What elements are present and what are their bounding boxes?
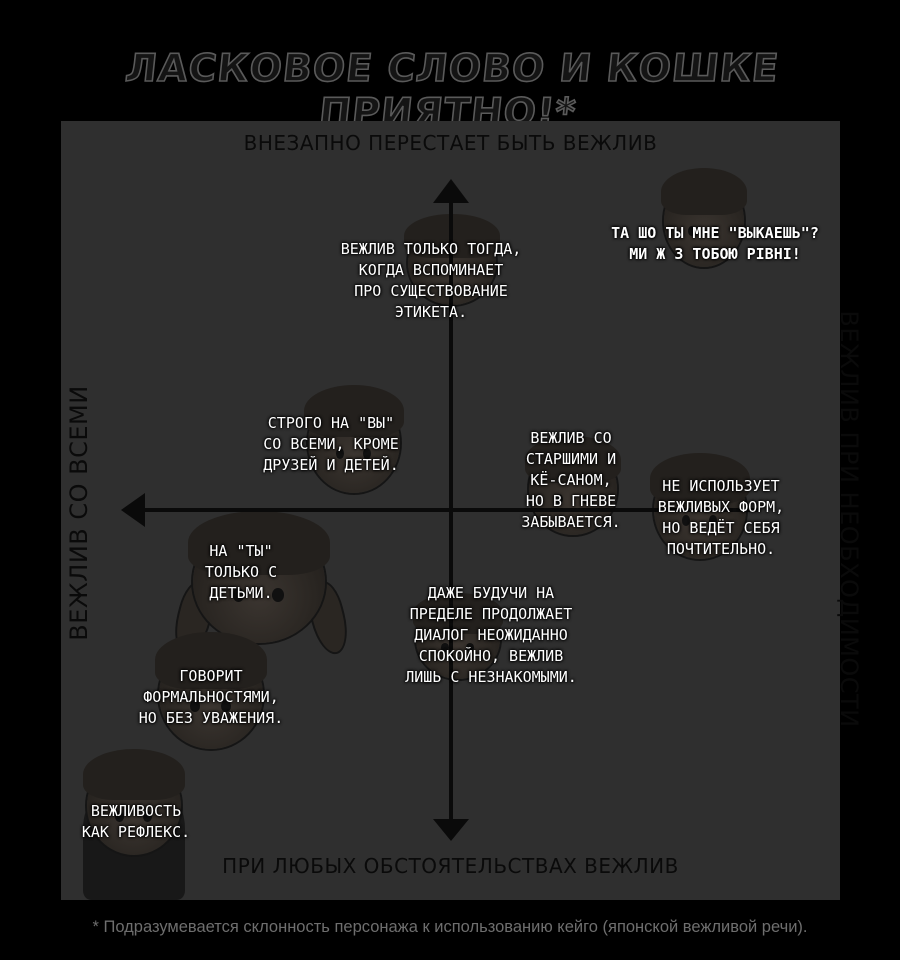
character-portrait-kids <box>187 511 331 643</box>
character-portrait-reflex <box>83 749 185 855</box>
note-calm: Даже будучи на пределе продолжает диалог… <box>405 584 577 686</box>
axis-label-right: ВЕЖЛИВ ПРИ НЕОБХОДИМОСТИ <box>835 310 863 728</box>
axis-label-bottom: ПРИ ЛЮБЫХ ОБСТОЯТЕЛЬСТВАХ ВЕЖЛИВ <box>222 854 679 878</box>
footnote: * Подразумевается склонность персонажа к… <box>92 918 808 936</box>
axis-label-top: ВНЕЗАПНО ПЕРЕСТАЕТ БЫТЬ ВЕЖЛИВ <box>243 131 658 155</box>
character-portrait-informal <box>660 167 748 267</box>
note-reflex: Вежливость как рефлекс. <box>81 802 191 841</box>
axis-label-left: ВЕЖЛИВ СО ВСЕМИ <box>65 385 93 641</box>
note-etiquette: Вежлив только тогда, когда вспоминает пр… <box>340 240 522 321</box>
note-elders: Вежлив со старшими и кё-саном, но в гнев… <box>521 429 621 531</box>
note-informal: Та шо ты мне "выкаешь"? ми ж з тобою рів… <box>611 224 819 263</box>
diagram-panel: ВНЕЗАПНО ПЕРЕСТАЕТ БЫТЬ ВЕЖЛИВ ПРИ ЛЮБЫХ… <box>61 121 863 900</box>
arrow-left-icon <box>121 493 145 527</box>
character-portrait-formal <box>154 632 268 749</box>
note-strict: Строго на "вы" со всеми, кроме друзей и … <box>263 414 399 474</box>
note-formal: Говорит формальностями, но без уважения. <box>138 667 284 727</box>
note-kids: На "ты" только с детьми. <box>204 542 278 602</box>
axis-arrows <box>121 179 761 841</box>
note-no-forms: Не использует вежливых форм, но ведёт се… <box>657 477 785 558</box>
arrow-up-icon <box>433 179 469 203</box>
arrow-down-icon <box>433 819 469 841</box>
character-portrait-elders <box>525 435 621 535</box>
character-portrait-calm <box>412 592 504 679</box>
character-portrait-strict <box>304 385 404 493</box>
